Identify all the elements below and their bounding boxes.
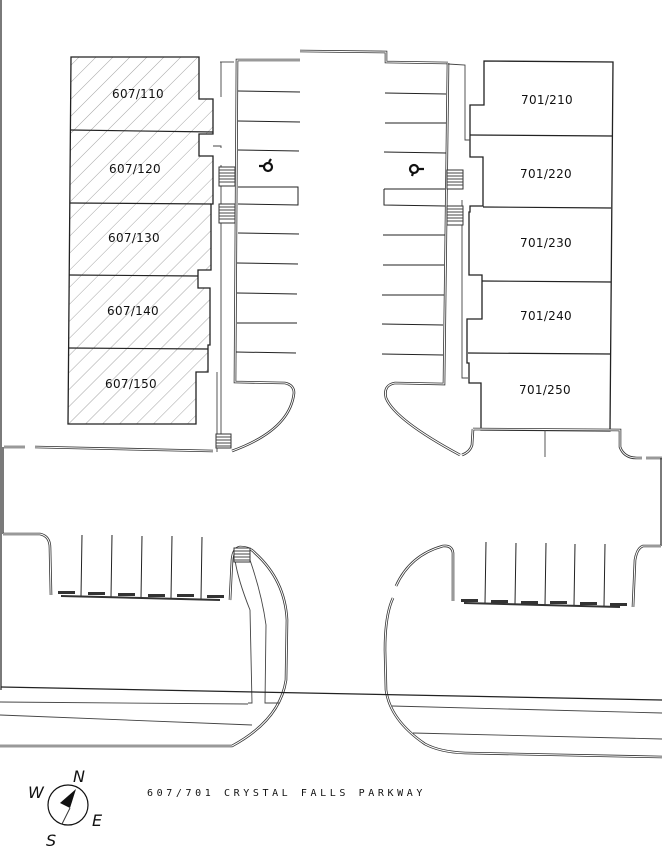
unit-label: 607/150	[105, 377, 157, 391]
compass-north-label: N	[73, 767, 85, 786]
unit-701-220[interactable]: 701/220	[520, 167, 572, 181]
unit-label: 701/240	[520, 309, 572, 323]
compass-west-label: W	[28, 783, 45, 802]
unit-701-230[interactable]: 701/230	[520, 236, 572, 250]
stairs-east-lower	[446, 205, 464, 226]
south-drive	[2, 427, 662, 608]
east-sidewalk	[447, 63, 470, 379]
stairs-west-lower	[218, 203, 236, 224]
north-arrow-icon: N W E S	[28, 767, 103, 850]
west-sidewalk	[213, 61, 234, 452]
compass-east-label: E	[92, 811, 103, 830]
unit-701-250[interactable]: 701/250	[519, 383, 571, 397]
southwest-parking-row	[58, 534, 224, 601]
east-island	[383, 597, 662, 759]
southeast-parking-row	[394, 541, 627, 608]
unit-label: 701/230	[520, 236, 572, 250]
wheelchair-accessible-icon	[408, 163, 424, 177]
unit-701-240[interactable]: 701/240	[520, 309, 572, 323]
west-building	[67, 56, 214, 425]
unit-label: 701/210	[521, 93, 573, 107]
unit-label: 701/250	[519, 383, 571, 397]
unit-label: 607/130	[108, 231, 160, 245]
unit-label: 607/140	[107, 304, 159, 318]
unit-607-110[interactable]: 607/110	[112, 87, 164, 101]
unit-label: 607/110	[112, 87, 164, 101]
stairs-west-upper	[218, 166, 236, 187]
wheelchair-accessible-icon	[259, 158, 274, 173]
central-parking-lot	[231, 49, 461, 457]
unit-607-150[interactable]: 607/150	[105, 377, 157, 391]
plan-title: 607/701 CRYSTAL FALLS PARKWAY	[147, 788, 426, 799]
east-building	[466, 60, 614, 432]
west-island	[0, 545, 289, 748]
unit-607-140[interactable]: 607/140	[107, 304, 159, 318]
unit-label: 701/220	[520, 167, 572, 181]
stairs-east-upper	[446, 169, 464, 190]
unit-607-120[interactable]: 607/120	[109, 162, 161, 176]
property-boundary-south	[0, 686, 662, 701]
compass-south-label: S	[46, 831, 56, 850]
unit-607-130[interactable]: 607/130	[108, 231, 160, 245]
unit-label: 607/120	[109, 162, 161, 176]
unit-701-210[interactable]: 701/210	[521, 93, 573, 107]
stairs-southwest	[215, 433, 232, 449]
